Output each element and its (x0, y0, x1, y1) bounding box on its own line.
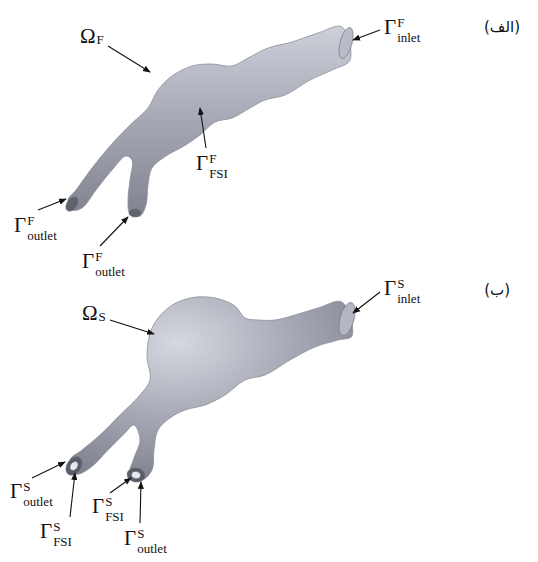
fluid-outlet-face (63, 195, 80, 214)
symbol: Ω (82, 301, 98, 325)
boundary-label: ΓFoutlet (82, 248, 125, 278)
symbol: Γ (10, 479, 22, 503)
fsi-hole (131, 471, 141, 479)
fluid-inlet-face (336, 26, 356, 60)
superscript: F (95, 250, 125, 265)
index-scripts: Soutlet (23, 480, 53, 510)
fluid-outlet-face (129, 209, 141, 217)
boundary-label: ΓSinlet (384, 275, 420, 305)
superscript: S (53, 520, 72, 535)
subscript: outlet (23, 495, 53, 510)
solid-outlet-ring (126, 467, 146, 484)
index-scripts: Soutlet (137, 527, 167, 557)
boundary-label: ΓFFSI (196, 150, 228, 180)
symbol: Γ (92, 494, 104, 518)
panel-letter: (ب) (484, 283, 510, 298)
index-scripts: S (99, 310, 106, 325)
leader-arrow (200, 108, 206, 148)
index-scripts: F (97, 33, 104, 48)
symbol: Γ (384, 15, 396, 39)
fluid-domain (68, 26, 351, 216)
leader-arrow (100, 217, 128, 246)
superscript: S (137, 527, 167, 542)
leader-arrow (32, 462, 65, 478)
leader-arrow (110, 478, 131, 493)
panel-letter: (الف) (484, 20, 520, 35)
subscript: FSI (209, 167, 228, 182)
solid-outlet-ring (63, 454, 86, 478)
superscript: S (397, 277, 420, 292)
superscript: S (99, 310, 106, 325)
boundary-label: ΓSFSI (92, 493, 124, 523)
index-scripts: SFSI (53, 520, 72, 550)
subscript: outlet (95, 265, 125, 280)
symbol: Γ (40, 519, 52, 543)
subscript: inlet (397, 31, 420, 46)
symbol: Γ (384, 276, 396, 300)
subscript: outlet (27, 229, 57, 244)
leader-arrow (70, 473, 75, 517)
subscript: FSI (53, 535, 72, 550)
index-scripts: Finlet (397, 16, 420, 46)
boundary-label: ΩS (82, 303, 106, 324)
index-scripts: SFSI (105, 495, 124, 525)
solid-inlet-face (336, 301, 358, 337)
leader-arrow (38, 199, 66, 210)
superscript: S (23, 480, 53, 495)
boundary-label: ΓFoutlet (14, 212, 57, 242)
subscript: inlet (397, 292, 420, 307)
index-scripts: Foutlet (27, 214, 57, 244)
superscript: F (209, 152, 228, 167)
leader-arrow (353, 30, 380, 40)
symbol: Γ (82, 249, 94, 273)
leader-arrow (140, 482, 141, 523)
index-scripts: Sinlet (397, 277, 420, 307)
superscript: F (397, 16, 420, 31)
subscript: FSI (105, 510, 124, 525)
superscript: F (97, 33, 104, 48)
boundary-label: ΩF (80, 26, 104, 47)
leader-arrow (353, 292, 380, 313)
index-scripts: Foutlet (95, 250, 125, 280)
boundary-label: ΓSoutlet (10, 478, 53, 508)
symbol: Γ (14, 213, 26, 237)
symbol: Γ (124, 526, 136, 550)
boundary-label: ΓSoutlet (124, 525, 167, 555)
index-scripts: FFSI (209, 152, 228, 182)
fsi-hole (68, 460, 79, 472)
boundary-label: ΓFinlet (384, 14, 420, 44)
leader-arrow (108, 46, 150, 72)
symbol: Ω (80, 24, 96, 48)
boundary-label: ΓSFSI (40, 518, 72, 548)
superscript: F (27, 214, 57, 229)
leader-arrow (110, 320, 154, 334)
subscript: outlet (137, 542, 167, 557)
symbol: Γ (196, 151, 208, 175)
solid-domain (70, 297, 353, 480)
superscript: S (105, 495, 124, 510)
